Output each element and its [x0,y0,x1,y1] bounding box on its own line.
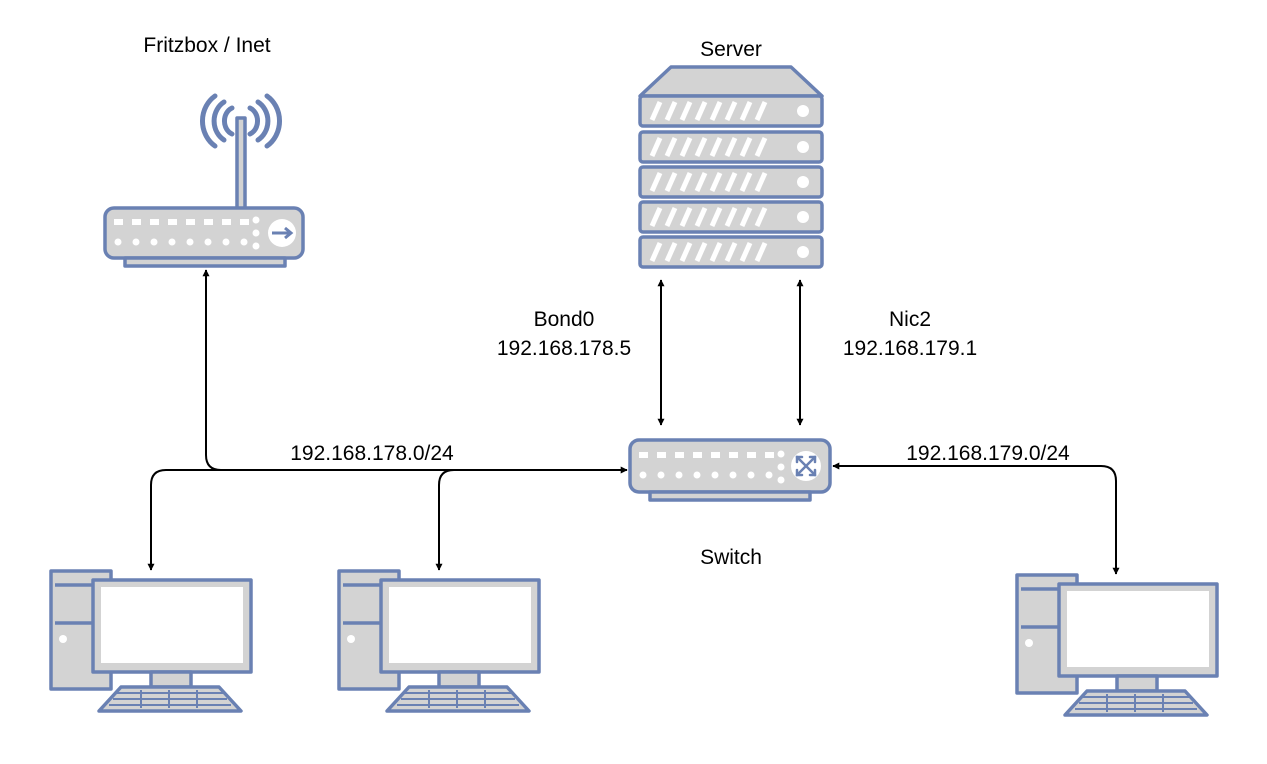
network-switch-icon [628,438,832,502]
switch-label: Switch [700,546,762,569]
desktop-pc-icon [337,569,541,713]
subnet-right-label: 192.168.179.0/24 [906,442,1070,465]
desktop-pc-icon [49,569,253,713]
connector-router-to-switch [202,269,628,474]
connector-switch-to-right-pc [832,462,1120,575]
subnet-left-label: 192.168.178.0/24 [290,442,454,465]
nic2-ip-label: 192.168.179.1 [843,337,977,360]
router-label: Fritzbox / Inet [143,34,270,57]
desktop-pc-icon [1015,573,1219,717]
connector-left-pc-2 [435,469,627,571]
bond0-ip-label: 192.168.178.5 [497,337,631,360]
wireless-router-icon [103,93,305,268]
connector-left-pc-1 [147,469,221,571]
server-label: Server [700,38,762,61]
bond0-name-label: Bond0 [534,308,595,331]
nic2-name-label: Nic2 [889,308,931,331]
server-rack-icon [640,65,822,267]
